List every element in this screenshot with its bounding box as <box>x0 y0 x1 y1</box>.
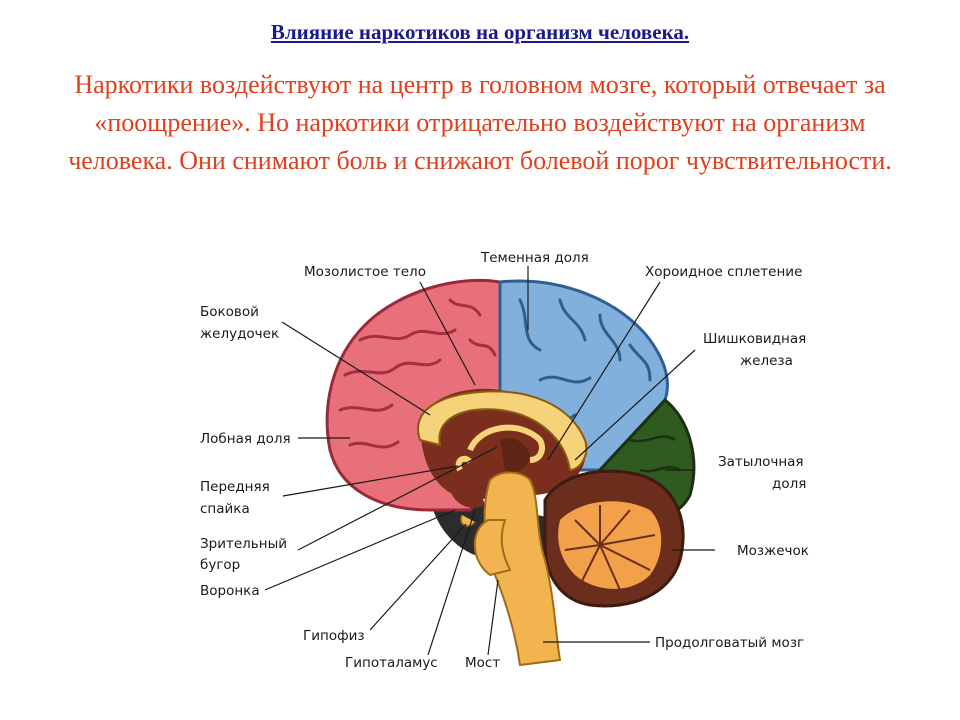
hypothalamus-shape <box>450 490 485 508</box>
label-thalamus-1: Зрительный <box>200 536 287 552</box>
label-pineal-1: Шишковидная <box>703 331 806 347</box>
label-parietal-lobe: Теменная доля <box>480 250 589 266</box>
intro-text: Наркотики воздействуют на центр в головн… <box>68 70 892 175</box>
pons-bulge <box>473 519 512 577</box>
label-choroid-plexus: Хороидное сплетение <box>645 264 802 280</box>
label-anterior-commissure-2: спайка <box>200 501 250 517</box>
label-anterior-commissure-1: Передняя <box>200 479 270 495</box>
label-cerebellum: Мозжечок <box>737 543 809 559</box>
page-title: Влияние наркотиков на организм человека. <box>270 20 690 44</box>
label-pons: Мост <box>465 655 500 671</box>
label-pituitary: Гипофиз <box>303 628 365 644</box>
label-medulla: Продолговатый мозг <box>655 635 804 651</box>
leader-lines <box>264 266 715 656</box>
label-occipital-1: Затылочная <box>718 454 804 470</box>
anterior-commissure-shape <box>455 455 473 472</box>
label-thalamus-2: бугор <box>200 557 240 573</box>
label-infundibulum: Воронка <box>200 583 260 599</box>
label-lateral-ventricle-2: желудочек <box>200 326 279 342</box>
midbrain-dark <box>500 438 530 472</box>
corpus-callosum <box>417 390 588 472</box>
fornix <box>467 424 545 463</box>
arbor-vitae-branches <box>564 505 656 591</box>
occipital-gyri <box>629 435 681 473</box>
label-pineal-2: железа <box>740 353 793 369</box>
label-occipital-2: доля <box>772 476 806 492</box>
label-hypothalamus: Гипоталамус <box>345 655 438 671</box>
label-frontal-lobe: Лобная доля <box>200 431 291 447</box>
label-lateral-ventricle-1: Боковой <box>200 304 259 320</box>
arbor-vitae <box>558 501 662 589</box>
label-corpus-callosum: Мозолистое тело <box>304 264 426 280</box>
